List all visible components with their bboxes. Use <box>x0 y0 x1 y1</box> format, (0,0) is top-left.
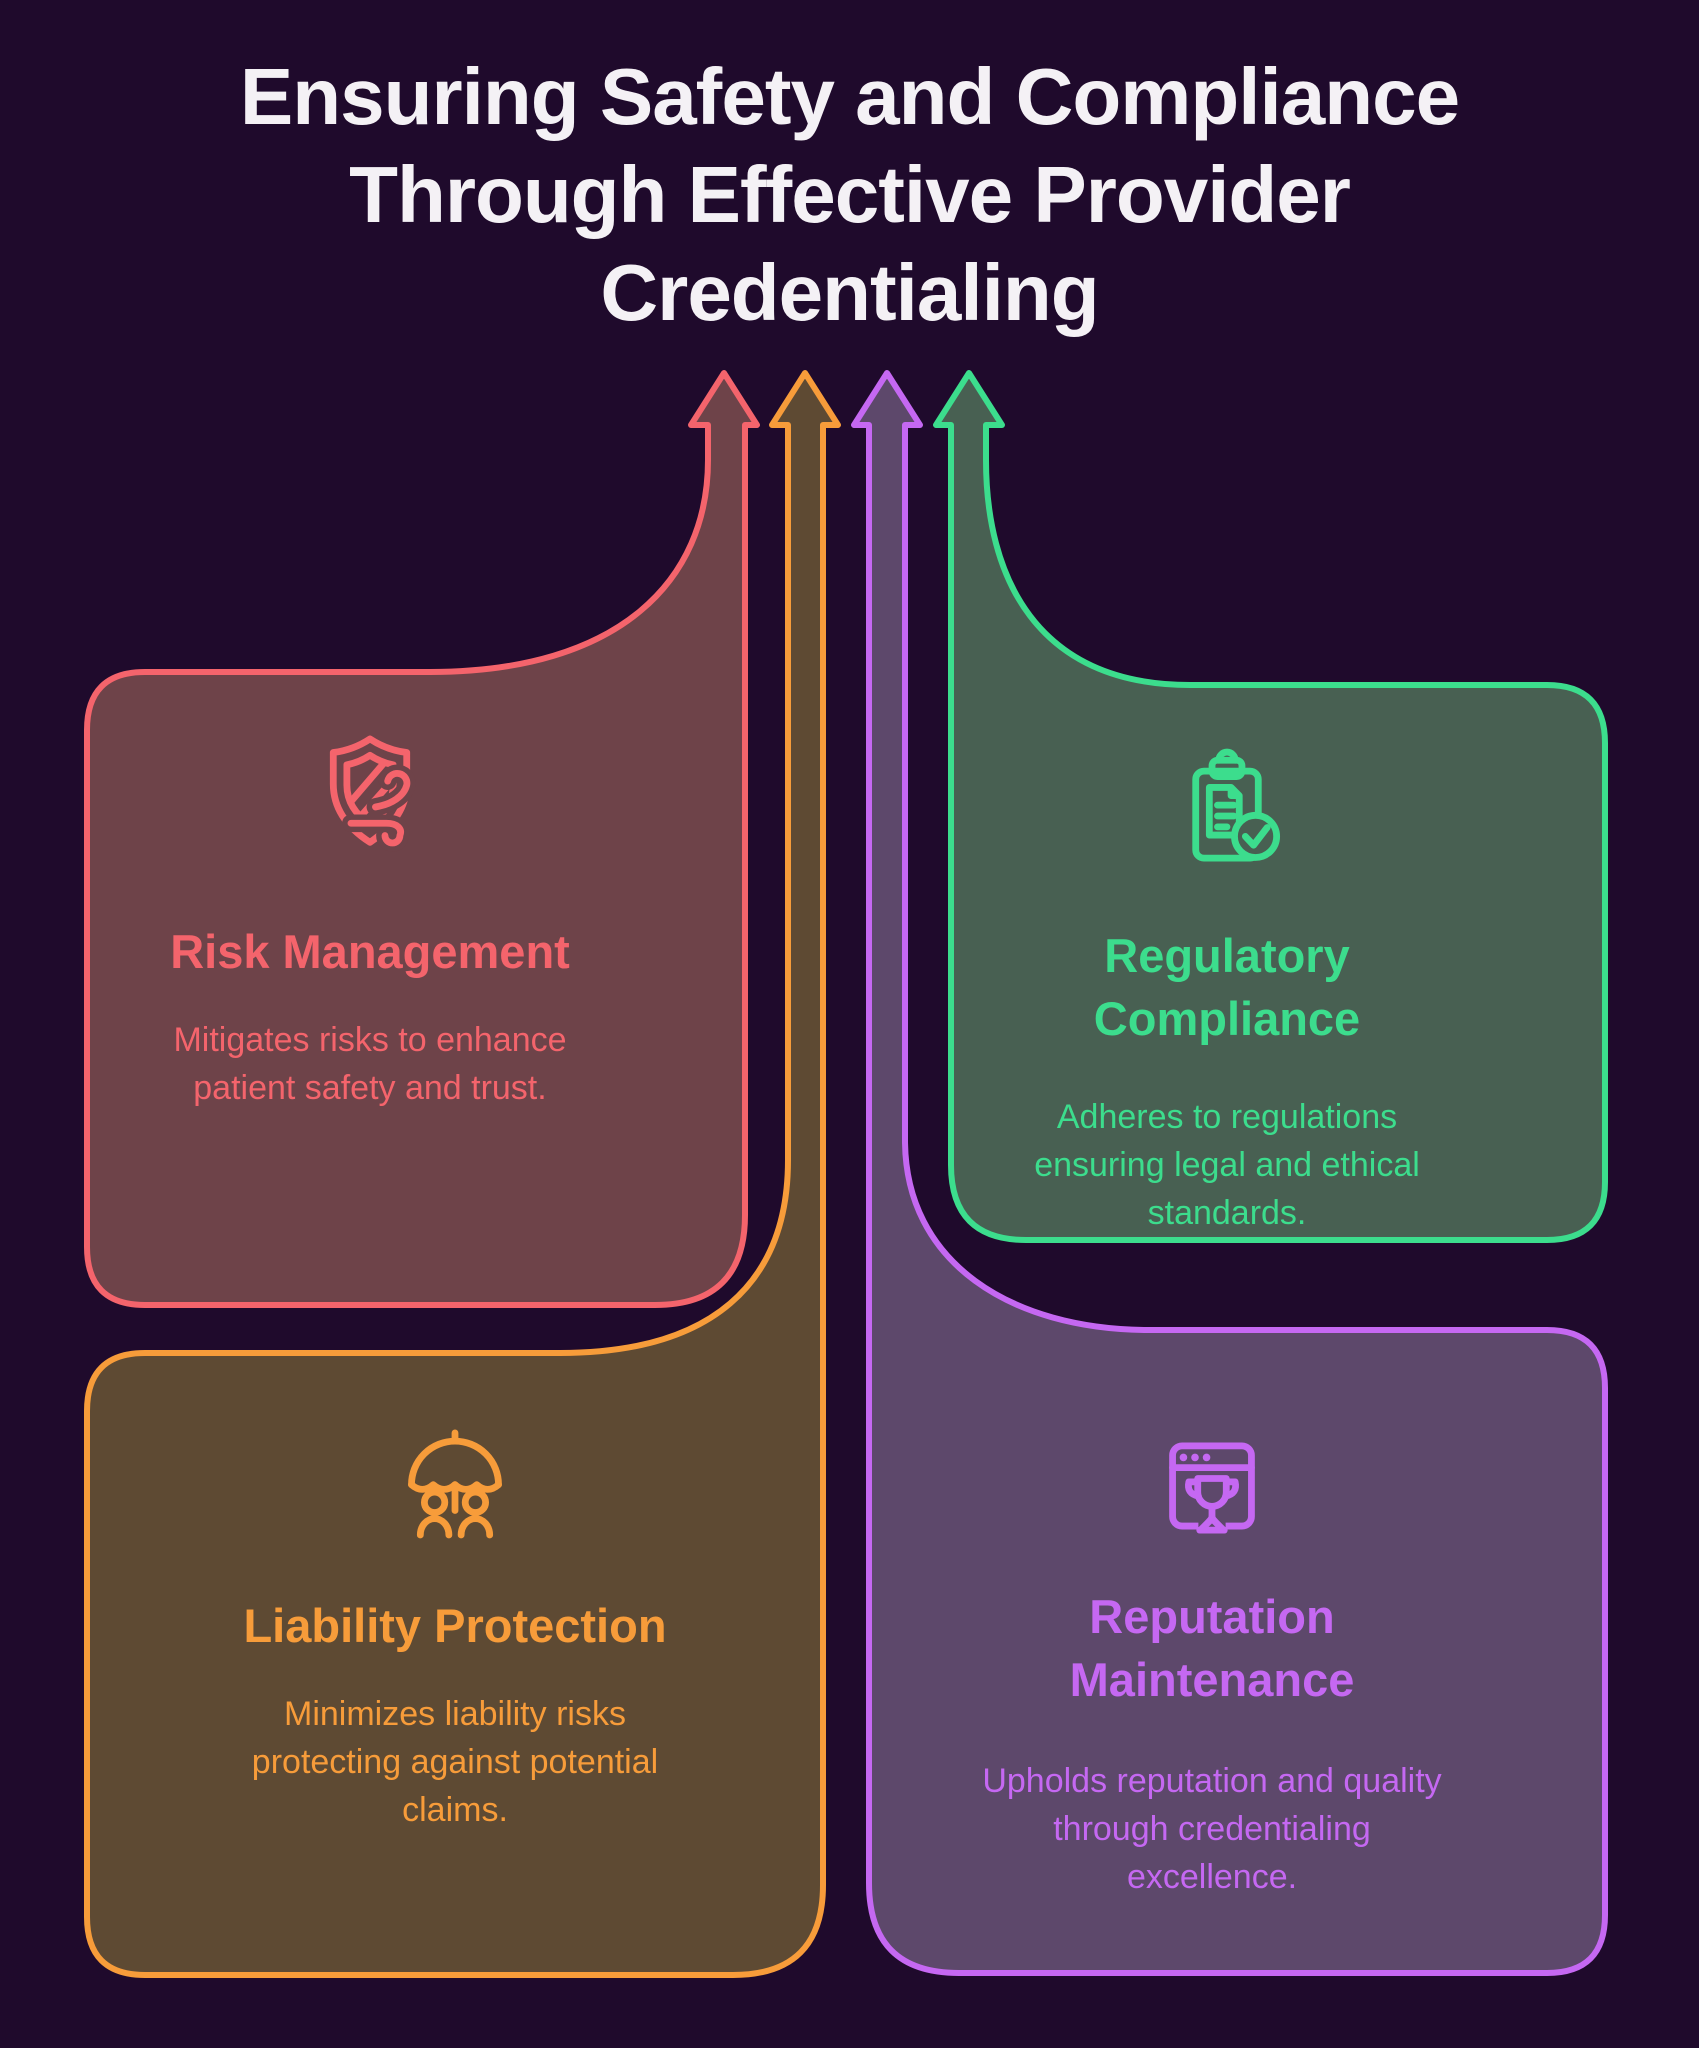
liability-protection-desc-line: Minimizes liability risks <box>284 1695 626 1733</box>
risk-management-title: Risk Management <box>170 920 570 983</box>
reputation-maintenance-title: Reputation Maintenance <box>1070 1585 1355 1711</box>
regulatory-compliance-desc-line: standards. <box>1147 1194 1307 1232</box>
liability-protection-desc-line: protecting against potential <box>251 1743 659 1781</box>
reputation-maintenance-card-shape <box>851 370 1608 1976</box>
regulatory-compliance-title-line: Regulatory <box>1104 929 1350 982</box>
page-title: Ensuring Safety and Compliance Through E… <box>0 48 1699 342</box>
risk-management-desc-line: patient safety and trust. <box>193 1069 547 1107</box>
reputation-maintenance-desc-line: Upholds reputation and quality <box>982 1762 1442 1800</box>
reputation-maintenance-title-line: Maintenance <box>1069 1653 1355 1706</box>
risk-management-description: Mitigates risks to enhance patient safet… <box>173 1016 566 1112</box>
regulatory-compliance-title-line: Compliance <box>1093 992 1361 1045</box>
reputation-maintenance-description: Upholds reputation and quality through c… <box>982 1757 1441 1901</box>
regulatory-compliance-desc-line: Adheres to regulations <box>1056 1098 1398 1136</box>
page-title-line-3: Credentialing <box>600 248 1099 337</box>
regulatory-compliance-title: Regulatory Compliance <box>1094 924 1360 1050</box>
liability-protection-description: Minimizes liability risks protecting aga… <box>252 1690 658 1834</box>
clipboard-check-icon <box>1159 748 1295 884</box>
regulatory-compliance-card-shape <box>933 370 1608 1243</box>
browser-trophy-icon <box>1144 1420 1280 1556</box>
reputation-maintenance-title-line: Reputation <box>1089 1590 1335 1643</box>
risk-management-title-line: Risk Management <box>170 925 570 978</box>
page-title-line-2: Through Effective Provider <box>349 150 1351 239</box>
regulatory-compliance-desc-line: ensuring legal and ethical <box>1034 1146 1420 1184</box>
liability-protection-title: Liability Protection <box>243 1594 666 1657</box>
liability-protection-title-line: Liability Protection <box>243 1599 667 1652</box>
shield-wind-icon <box>302 724 438 860</box>
umbrella-people-icon <box>387 1418 523 1554</box>
risk-management-desc-line: Mitigates risks to enhance <box>173 1021 567 1059</box>
reputation-maintenance-desc-line: through credentialing <box>1053 1810 1371 1848</box>
reputation-maintenance-desc-line: excellence. <box>1126 1858 1298 1896</box>
liability-protection-desc-line: claims. <box>402 1791 508 1829</box>
liability-protection-card-shape <box>84 370 841 1978</box>
page-title-line-1: Ensuring Safety and Compliance <box>239 52 1460 141</box>
regulatory-compliance-description: Adheres to regulations ensuring legal an… <box>1034 1093 1420 1237</box>
risk-management-card-shape <box>84 370 760 1308</box>
